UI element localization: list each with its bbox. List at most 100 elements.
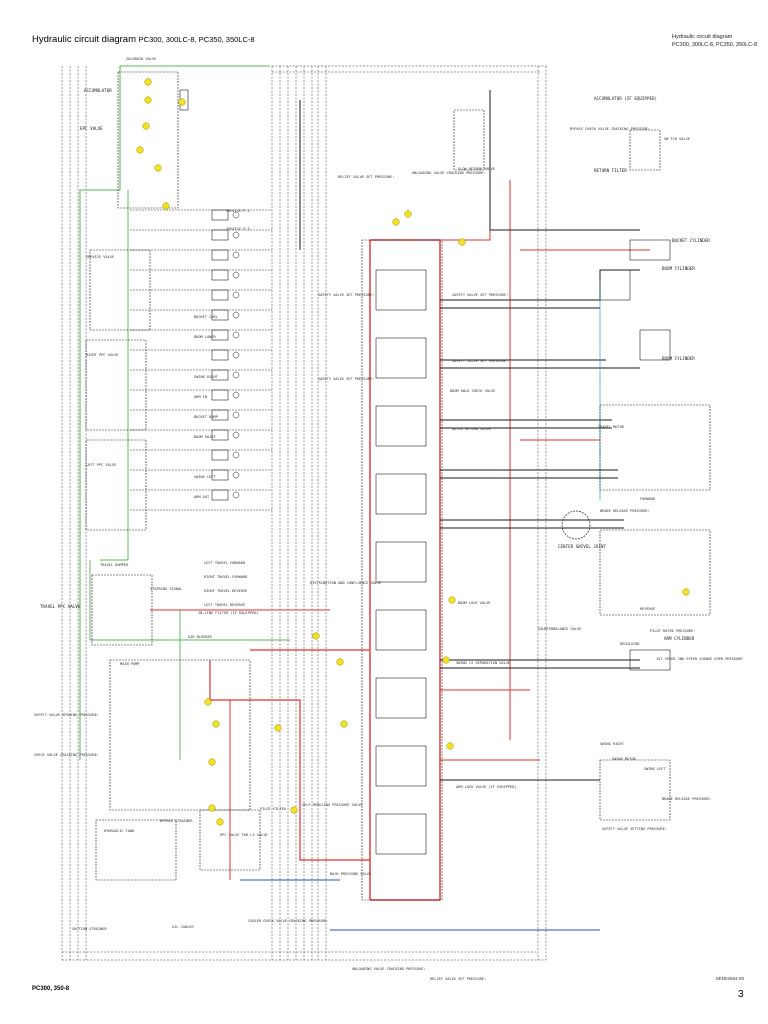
pilot-line: [79, 66, 121, 760]
port-marker: [162, 202, 170, 210]
ppc-spool: [211, 369, 229, 381]
label-bypass-strainer: BYPASS STRAINER: [160, 819, 193, 823]
label-swing-ls: SWING LS SEPARATION VALVE: [456, 661, 510, 665]
valve-spool: [375, 337, 427, 379]
pressure-switch: [232, 231, 240, 239]
valve-spool: [375, 609, 427, 651]
valve-spool: [375, 541, 427, 583]
pressure-line: [209, 660, 370, 861]
port-marker: [204, 698, 212, 706]
arm-cylinder: [629, 649, 671, 671]
port-marker: [136, 146, 144, 154]
hydraulic-tank-box: [95, 819, 177, 881]
pressure-line: [440, 180, 491, 241]
label-oil-cooler: OIL COOLER: [172, 925, 194, 929]
hydraulic-lines: [61, 65, 650, 961]
label-safety-valve-2: SAFETY VALVE SET PRESSURE:: [452, 293, 508, 297]
label-safety-swing: SAFETY VALVE SETTING PRESSURE:: [602, 827, 667, 831]
valve-spool: [375, 269, 427, 311]
label-travel-motor: TRAVEL MOTOR: [598, 425, 625, 429]
main-pump-box: [109, 659, 251, 811]
label-relief-valve: RELIEF VALVE SET PRESSURE:: [430, 977, 486, 981]
label-brake-release: BRAKE RELEASE PRESSURE:: [662, 797, 712, 801]
port-marker: [448, 596, 456, 604]
label-boom-lock: BOOM LOCK VALVE: [458, 601, 490, 605]
label-pilot-filter: PILOT FILTER: [260, 807, 287, 811]
label-epc-valve: EPC VALVE: [80, 126, 103, 131]
label-check-valve: CHECK VALVE CRACKING PRESSURE:: [34, 753, 99, 757]
port-marker: [442, 656, 450, 664]
pressure-switch: [232, 431, 240, 439]
port-marker: [208, 758, 216, 766]
bucket-cylinder: [629, 239, 671, 261]
port-marker: [340, 720, 348, 728]
pressure-switch: [232, 331, 240, 339]
label-swing-motor: SWING MOTOR: [612, 757, 637, 761]
label-swing-left-ppc: SWING LEFT: [194, 475, 216, 479]
label-steering-signal: STEERING SIGNAL: [150, 587, 182, 591]
port-marker: [154, 164, 162, 172]
label-back-pressure: BACK PRESSURE VALVE: [330, 872, 371, 876]
label-boom-raise: BOOM RAISE: [194, 435, 216, 439]
ppc-spool: [211, 229, 229, 241]
label-right-travel-forward: RIGHT TRAVEL FORWARD: [204, 575, 247, 579]
label-service-2: SERVICE P-2: [226, 227, 250, 231]
center-swivel-joint: [561, 510, 591, 540]
ppc-spool: [211, 289, 229, 301]
header-right-models: PC300, 300LC-8, PC350, 350LC-8: [672, 42, 757, 48]
label-bypass-check: BYPASS CHECK VALVE CRACKING PRESSURE:: [570, 127, 650, 131]
port-marker: [142, 122, 150, 130]
component-boxes: [85, 71, 711, 901]
label-boom-lower: BOOM LOWER: [194, 335, 216, 339]
pressure-switch: [232, 291, 240, 299]
label-service-1: SERVICE P-1: [226, 209, 250, 213]
label-left-travel-forward: LEFT TRAVEL FORWARD: [204, 561, 245, 565]
title-models: PC300, 300LC-8, PC350, 350LC-8: [138, 35, 255, 44]
label-bucket-curl: BUCKET CURL: [194, 315, 218, 319]
label-right-travel-reverse: RIGHT TRAVEL REVERSE: [204, 589, 247, 593]
label-relief-valve: RELIEF VALVE SET PRESSURE:: [338, 175, 394, 179]
label-forward: FORWARD: [640, 497, 655, 501]
port-marker: [178, 98, 186, 106]
yellow-markers: [136, 78, 690, 826]
label-swing-left: SWING LEFT: [644, 767, 666, 771]
work-line: [489, 90, 640, 231]
pilot-line: [100, 190, 129, 561]
label-swing-right: SWING RIGHT: [600, 742, 625, 746]
port-marker: [212, 720, 220, 728]
label-brake-release: BRAKE RELEASE PRESSURE:: [600, 509, 650, 513]
label-arm-cylinder: ARM CYLINDER: [664, 636, 695, 641]
solenoid-valve-block: [117, 71, 179, 209]
label-return-filter: RETURN FILTER: [594, 168, 627, 173]
label-inline-filter: IN-LINE FILTER (IF EQUIPPED): [198, 611, 259, 615]
label-safety-valve-opening: SAFETY VALVE OPENING PRESSURE:: [34, 713, 99, 717]
label-right-ppc: RIGHT PPC VALVE: [86, 353, 118, 357]
pressure-switch: [232, 391, 240, 399]
label-travel-ppc: TRAVEL PPC VALVE: [40, 604, 81, 609]
label-accumulator-right: ACCUMULATOR (IF EQUIPPED): [594, 96, 657, 101]
label-boom-cylinder: BOOM CYLINDER: [662, 266, 695, 271]
port-marker: [336, 658, 344, 666]
pressure-switch: [232, 411, 240, 419]
ppc-spool: [211, 249, 229, 261]
valve-spool: [375, 473, 427, 515]
travel-ppc-box: [91, 574, 153, 646]
label-arm-lock: ARM LOCK VALVE (IF EQUIPPED): [456, 785, 517, 789]
label-reverse: REVERSE: [640, 607, 655, 611]
right-ppc-box: [85, 339, 147, 431]
epc-ls-box: [199, 809, 261, 871]
boom-cylinder-left: [599, 269, 631, 301]
label-epc-valve-lower: EPC VALVE FOR LS VALVE: [220, 833, 268, 837]
header-right-title: Hydraulic circuit diagram: [672, 34, 733, 40]
ppc-spool: [211, 409, 229, 421]
label-safety-valve-3: SAFETY VALVE SET PRESSURE:: [318, 377, 374, 381]
label-hydraulic-tank: HYDRAULIC TANK: [104, 829, 135, 833]
label-swing-right-ppc: SWING RIGHT: [194, 375, 219, 379]
swing-motor-box: [599, 759, 671, 821]
label-arm-out: ARM OUT: [194, 495, 210, 499]
label-bucket-cylinder: BUCKET CYLINDER: [672, 238, 710, 243]
label-bucket-dump: BUCKET DUMP: [194, 415, 218, 419]
